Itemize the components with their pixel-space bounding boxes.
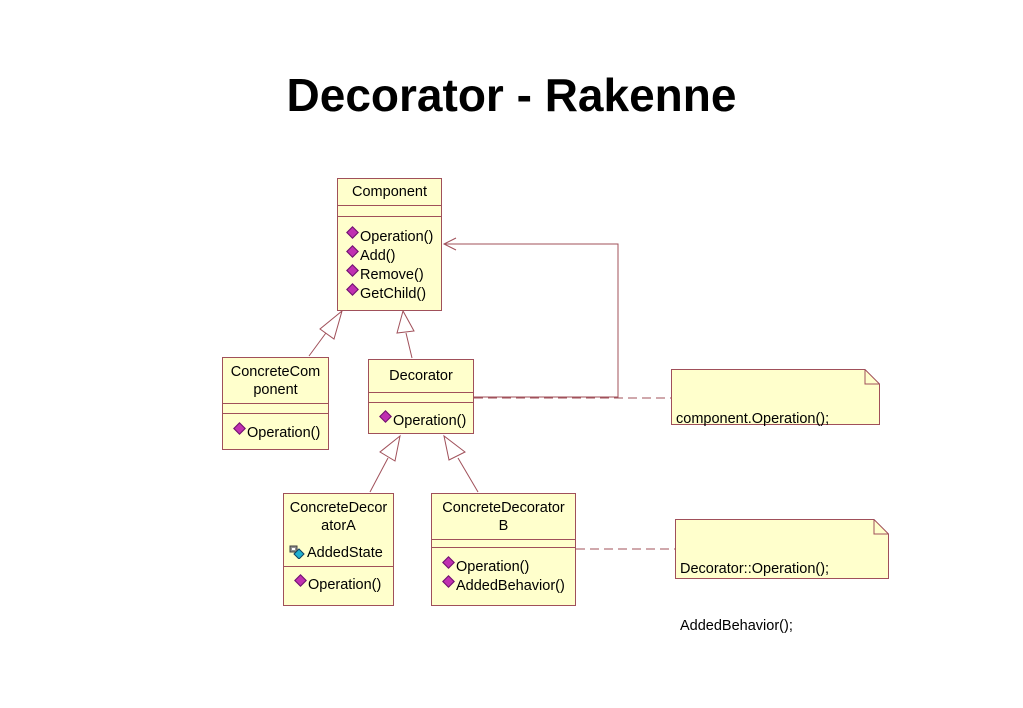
operation-item: Add() [346, 245, 441, 266]
operation-item: Operation() [346, 226, 441, 247]
generalization-line [405, 332, 413, 359]
operation-item: AddedBehavior() [442, 575, 575, 596]
aggregation-line [444, 243, 619, 398]
operation-item: GetChild() [346, 283, 441, 304]
attributes-section [223, 403, 328, 413]
method-icon [442, 556, 455, 569]
operations-section: Operation() Add() Remove() GetChild() [338, 216, 441, 304]
generalization-arrowhead [379, 434, 401, 462]
note-concrete-decorator-b: Decorator::Operation(); AddedBehavior(); [675, 519, 889, 634]
operations-section: Operation() [369, 402, 473, 431]
operations-section: Operation() [223, 413, 328, 443]
note-shape [675, 519, 889, 579]
class-name: ConcreteCom ponent [230, 364, 321, 398]
note-line: AddedBehavior(); [680, 618, 793, 634]
generalization-arrowhead [396, 309, 415, 334]
generalization-line [457, 457, 479, 493]
class-name: Component [352, 184, 427, 200]
method-icon [379, 410, 392, 423]
attributes-section [432, 539, 575, 547]
attributes-section: AddedState [284, 538, 393, 566]
class-name: Decorator [389, 368, 453, 384]
class-decorator: Decorator Operation() [368, 359, 474, 434]
class-name: ConcreteDecorator B [442, 500, 565, 534]
operation-item: Remove() [346, 264, 441, 285]
page-title: Decorator - Rakenne [286, 69, 737, 121]
method-icon [346, 245, 359, 258]
method-icon [294, 574, 307, 587]
note-shape [671, 369, 880, 425]
note-line: component.Operation(); [676, 411, 830, 427]
operations-section: Operation() AddedBehavior() [432, 547, 575, 596]
note-line: Decorator::Operation(); [680, 561, 830, 577]
method-icon [346, 264, 359, 277]
operations-section: Operation() [284, 566, 393, 595]
method-icon [442, 575, 455, 588]
class-concrete-decorator-a: ConcreteDecor atorA AddedState Operation… [283, 493, 394, 606]
attributes-section [338, 205, 441, 216]
generalization-line [369, 457, 389, 493]
operation-item: Operation() [379, 410, 473, 431]
method-icon [346, 283, 359, 296]
method-icon [233, 422, 246, 435]
attribute-icon [289, 545, 305, 560]
note-decorator: component.Operation(); [671, 369, 880, 427]
generalization-arrowhead [319, 309, 343, 340]
aggregation-arrowhead [442, 237, 457, 251]
attributes-section [369, 392, 473, 402]
class-component: Component Operation() Add() Remove() Get… [337, 178, 442, 311]
operation-item: Operation() [233, 422, 328, 443]
class-concrete-decorator-b: ConcreteDecorator B Operation() AddedBeh… [431, 493, 576, 606]
attribute-item: AddedState [289, 543, 393, 563]
class-concrete-component: ConcreteCom ponent Operation() [222, 357, 329, 450]
operation-item: Operation() [294, 574, 393, 595]
class-name: ConcreteDecor atorA [289, 500, 388, 534]
method-icon [346, 226, 359, 239]
operation-item: Operation() [442, 556, 575, 577]
generalization-arrowhead [443, 434, 466, 461]
